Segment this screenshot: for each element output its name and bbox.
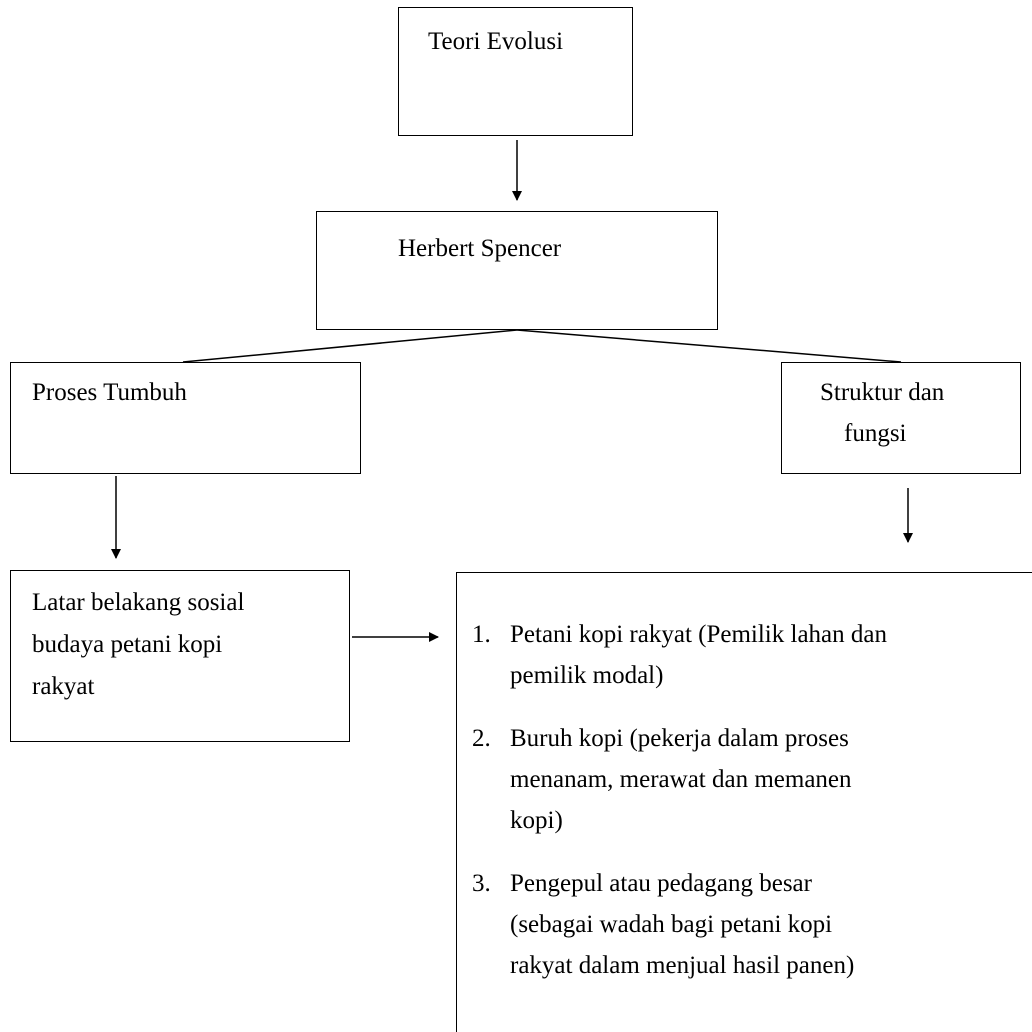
node-struktur-fungsi-label-line1: Struktur dan [820, 379, 945, 406]
node-struktur-list [456, 572, 1032, 1032]
list-item-number: 2. [472, 725, 491, 752]
line-herbert-to-proses [182, 329, 518, 363]
connectors [111, 140, 913, 642]
list-item-line: Pengepul atau pedagang besar [510, 870, 812, 897]
list-item-number: 1. [472, 621, 491, 648]
node-teori-evolusi [398, 7, 633, 136]
node-herbert-spencer [316, 211, 718, 330]
list-item-line: Buruh kopi (pekerja dalam proses [510, 725, 849, 752]
list-item-line: kopi) [510, 807, 563, 834]
list-item-line: Petani kopi rakyat (Pemilik lahan dan [510, 621, 887, 648]
list-item-line: menanam, merawat dan memanen [510, 766, 852, 793]
node-proses-tumbuh [10, 362, 361, 474]
list-item-line: (sebagai wadah bagi petani kopi [510, 911, 833, 938]
node-herbert-spencer-label: Herbert Spencer [398, 235, 562, 262]
node-struktur-fungsi [781, 362, 1021, 474]
list-item-line: rakyat dalam menjual hasil panen) [510, 952, 855, 979]
node-latar-belakang [10, 570, 350, 742]
node-latar-belakang-label-line1: Latar belakang sosial [32, 589, 245, 616]
list-item-number: 3. [472, 870, 491, 897]
node-latar-belakang-label-line2: budaya petani kopi [32, 631, 223, 658]
list-item-line: pemilik modal) [510, 662, 664, 689]
line-herbert-to-struktur [516, 329, 902, 363]
node-teori-evolusi-label: Teori Evolusi [428, 28, 564, 55]
node-struktur-fungsi-label-line2: fungsi [844, 420, 907, 447]
node-proses-tumbuh-label: Proses Tumbuh [32, 379, 187, 406]
node-latar-belakang-label-line3: rakyat [32, 673, 95, 700]
